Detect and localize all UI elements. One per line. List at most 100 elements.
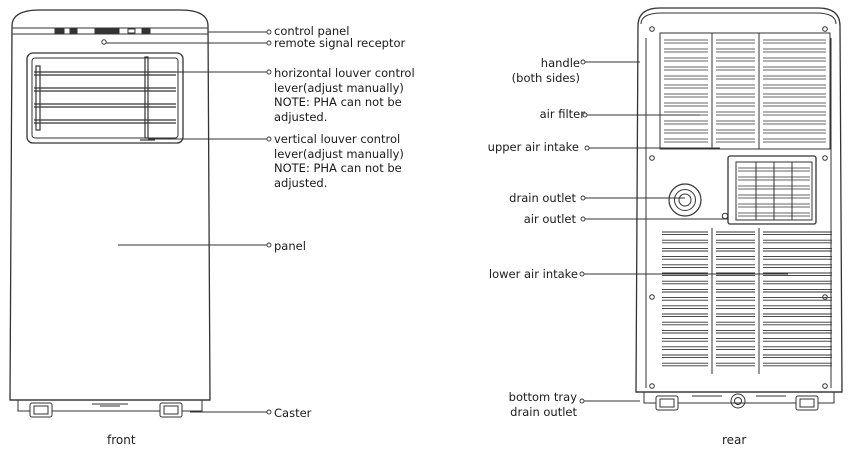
grille-slat — [716, 120, 755, 125]
grille-slat — [716, 84, 755, 89]
label-vertical-louver-line-2: lever(adjust manually) — [274, 146, 404, 161]
grille-slat — [664, 93, 708, 98]
grille-slat — [662, 264, 708, 268]
grille-slat — [664, 102, 708, 107]
grille-slat — [716, 288, 755, 293]
grille-slat — [763, 102, 826, 107]
rear-unit — [635, 7, 843, 411]
label-air-filter: air filter — [539, 107, 585, 121]
label-bottom-tray-drain-outlet: bottom tray drain outlet — [509, 390, 577, 419]
upper-filter-grid — [659, 32, 831, 150]
label-horizontal-louver: horizontal louver control lever(adjust m… — [274, 66, 415, 124]
grille-slat — [763, 138, 826, 143]
grille-slat — [662, 321, 708, 326]
front-unit — [9, 9, 211, 418]
grille-slat — [716, 338, 755, 342]
upper-filter-slats — [664, 39, 826, 143]
grille-slat — [716, 102, 755, 107]
grille-slat — [763, 39, 826, 44]
caption-front: front — [107, 433, 136, 447]
label-horizontal-louver-line-1: horizontal louver control — [274, 66, 415, 80]
label-drain-outlet: drain outlet — [509, 191, 576, 205]
grille-slat — [763, 288, 832, 293]
lower-intake-slats — [662, 231, 832, 367]
grille-slat — [662, 256, 708, 260]
grille-slat — [662, 354, 708, 359]
label-lower-air-intake: lower air intake — [488, 267, 578, 281]
label-upper-air-intake: upper air intake — [487, 140, 579, 154]
air-outlet-grille — [727, 155, 817, 225]
air-outlet-slats — [738, 167, 810, 217]
grille-slat — [716, 346, 755, 350]
grille-slat — [664, 84, 708, 89]
label-horizontal-louver-line-2: lever(adjust manually) — [274, 80, 404, 95]
grille-slat — [664, 138, 708, 143]
grille-slat — [662, 297, 708, 301]
grille-slat — [763, 329, 832, 334]
grille-slat — [763, 231, 832, 236]
grille-slat — [662, 346, 708, 350]
grille-slat — [763, 256, 832, 260]
grille-slat — [716, 354, 755, 359]
grille-slat — [763, 354, 832, 359]
grille-slat — [716, 138, 755, 143]
grille-slat — [763, 66, 826, 71]
label-remote-signal-receptor: remote signal receptor — [274, 36, 406, 50]
grille-slat — [738, 176, 810, 181]
grille-slat — [716, 256, 755, 260]
grille-slat — [716, 313, 755, 318]
label-handle-line-2: (both sides) — [511, 70, 580, 85]
grille-slat — [662, 239, 708, 244]
grille-slat — [763, 111, 826, 116]
caption-rear: rear — [722, 433, 747, 447]
grille-slat — [664, 48, 708, 53]
grille-slat — [716, 247, 755, 252]
grille-slat — [763, 129, 826, 134]
leader-lines — [106, 31, 788, 413]
grille-slat — [716, 231, 755, 236]
grille-slat — [763, 321, 832, 326]
label-bottom-tray-line-1: bottom tray — [508, 390, 577, 404]
grille-slat — [763, 247, 832, 252]
grille-slat — [763, 297, 832, 301]
grille-slat — [662, 247, 708, 252]
grille-slat — [716, 39, 755, 44]
label-horizontal-louver-line-4: adjusted. — [274, 109, 328, 124]
grille-slat — [716, 48, 755, 53]
grille-slat — [763, 120, 826, 125]
grille-slat — [763, 239, 832, 244]
grille-slat — [763, 280, 832, 285]
grille-slat — [716, 75, 755, 80]
grille-slat — [738, 185, 810, 190]
lower-intake-grille — [711, 228, 760, 374]
grille-slat — [662, 272, 708, 277]
grille-slat — [664, 66, 708, 71]
leader-dots — [266, 29, 590, 415]
grille-slat — [664, 120, 708, 125]
grille-slat — [763, 75, 826, 80]
grille-slat — [716, 93, 755, 98]
grille-slat — [716, 264, 755, 268]
grille-slat — [662, 313, 708, 318]
label-panel: panel — [274, 239, 306, 253]
grille-slat — [716, 272, 755, 277]
grille-slat — [716, 329, 755, 334]
label-handle: handle (both sides) — [512, 56, 580, 85]
grille-slat — [763, 313, 832, 318]
grille-slat — [662, 231, 708, 236]
grille-slat — [716, 239, 755, 244]
label-bottom-tray-line-2: drain outlet — [510, 404, 577, 419]
label-vertical-louver: vertical louver control lever(adjust man… — [274, 132, 404, 190]
label-horizontal-louver-line-3: NOTE: PHA can not be — [274, 95, 402, 109]
grille-slat — [763, 264, 832, 268]
grille-slat — [664, 57, 708, 62]
label-caster: Caster — [274, 406, 312, 420]
grille-slat — [664, 39, 708, 44]
label-vertical-louver-line-4: adjusted. — [274, 175, 328, 190]
grille-slat — [664, 75, 708, 80]
label-control-panel: control panel — [274, 24, 350, 38]
grille-slat — [763, 57, 826, 62]
grille-slat — [716, 362, 755, 367]
grille-slat — [662, 288, 708, 293]
